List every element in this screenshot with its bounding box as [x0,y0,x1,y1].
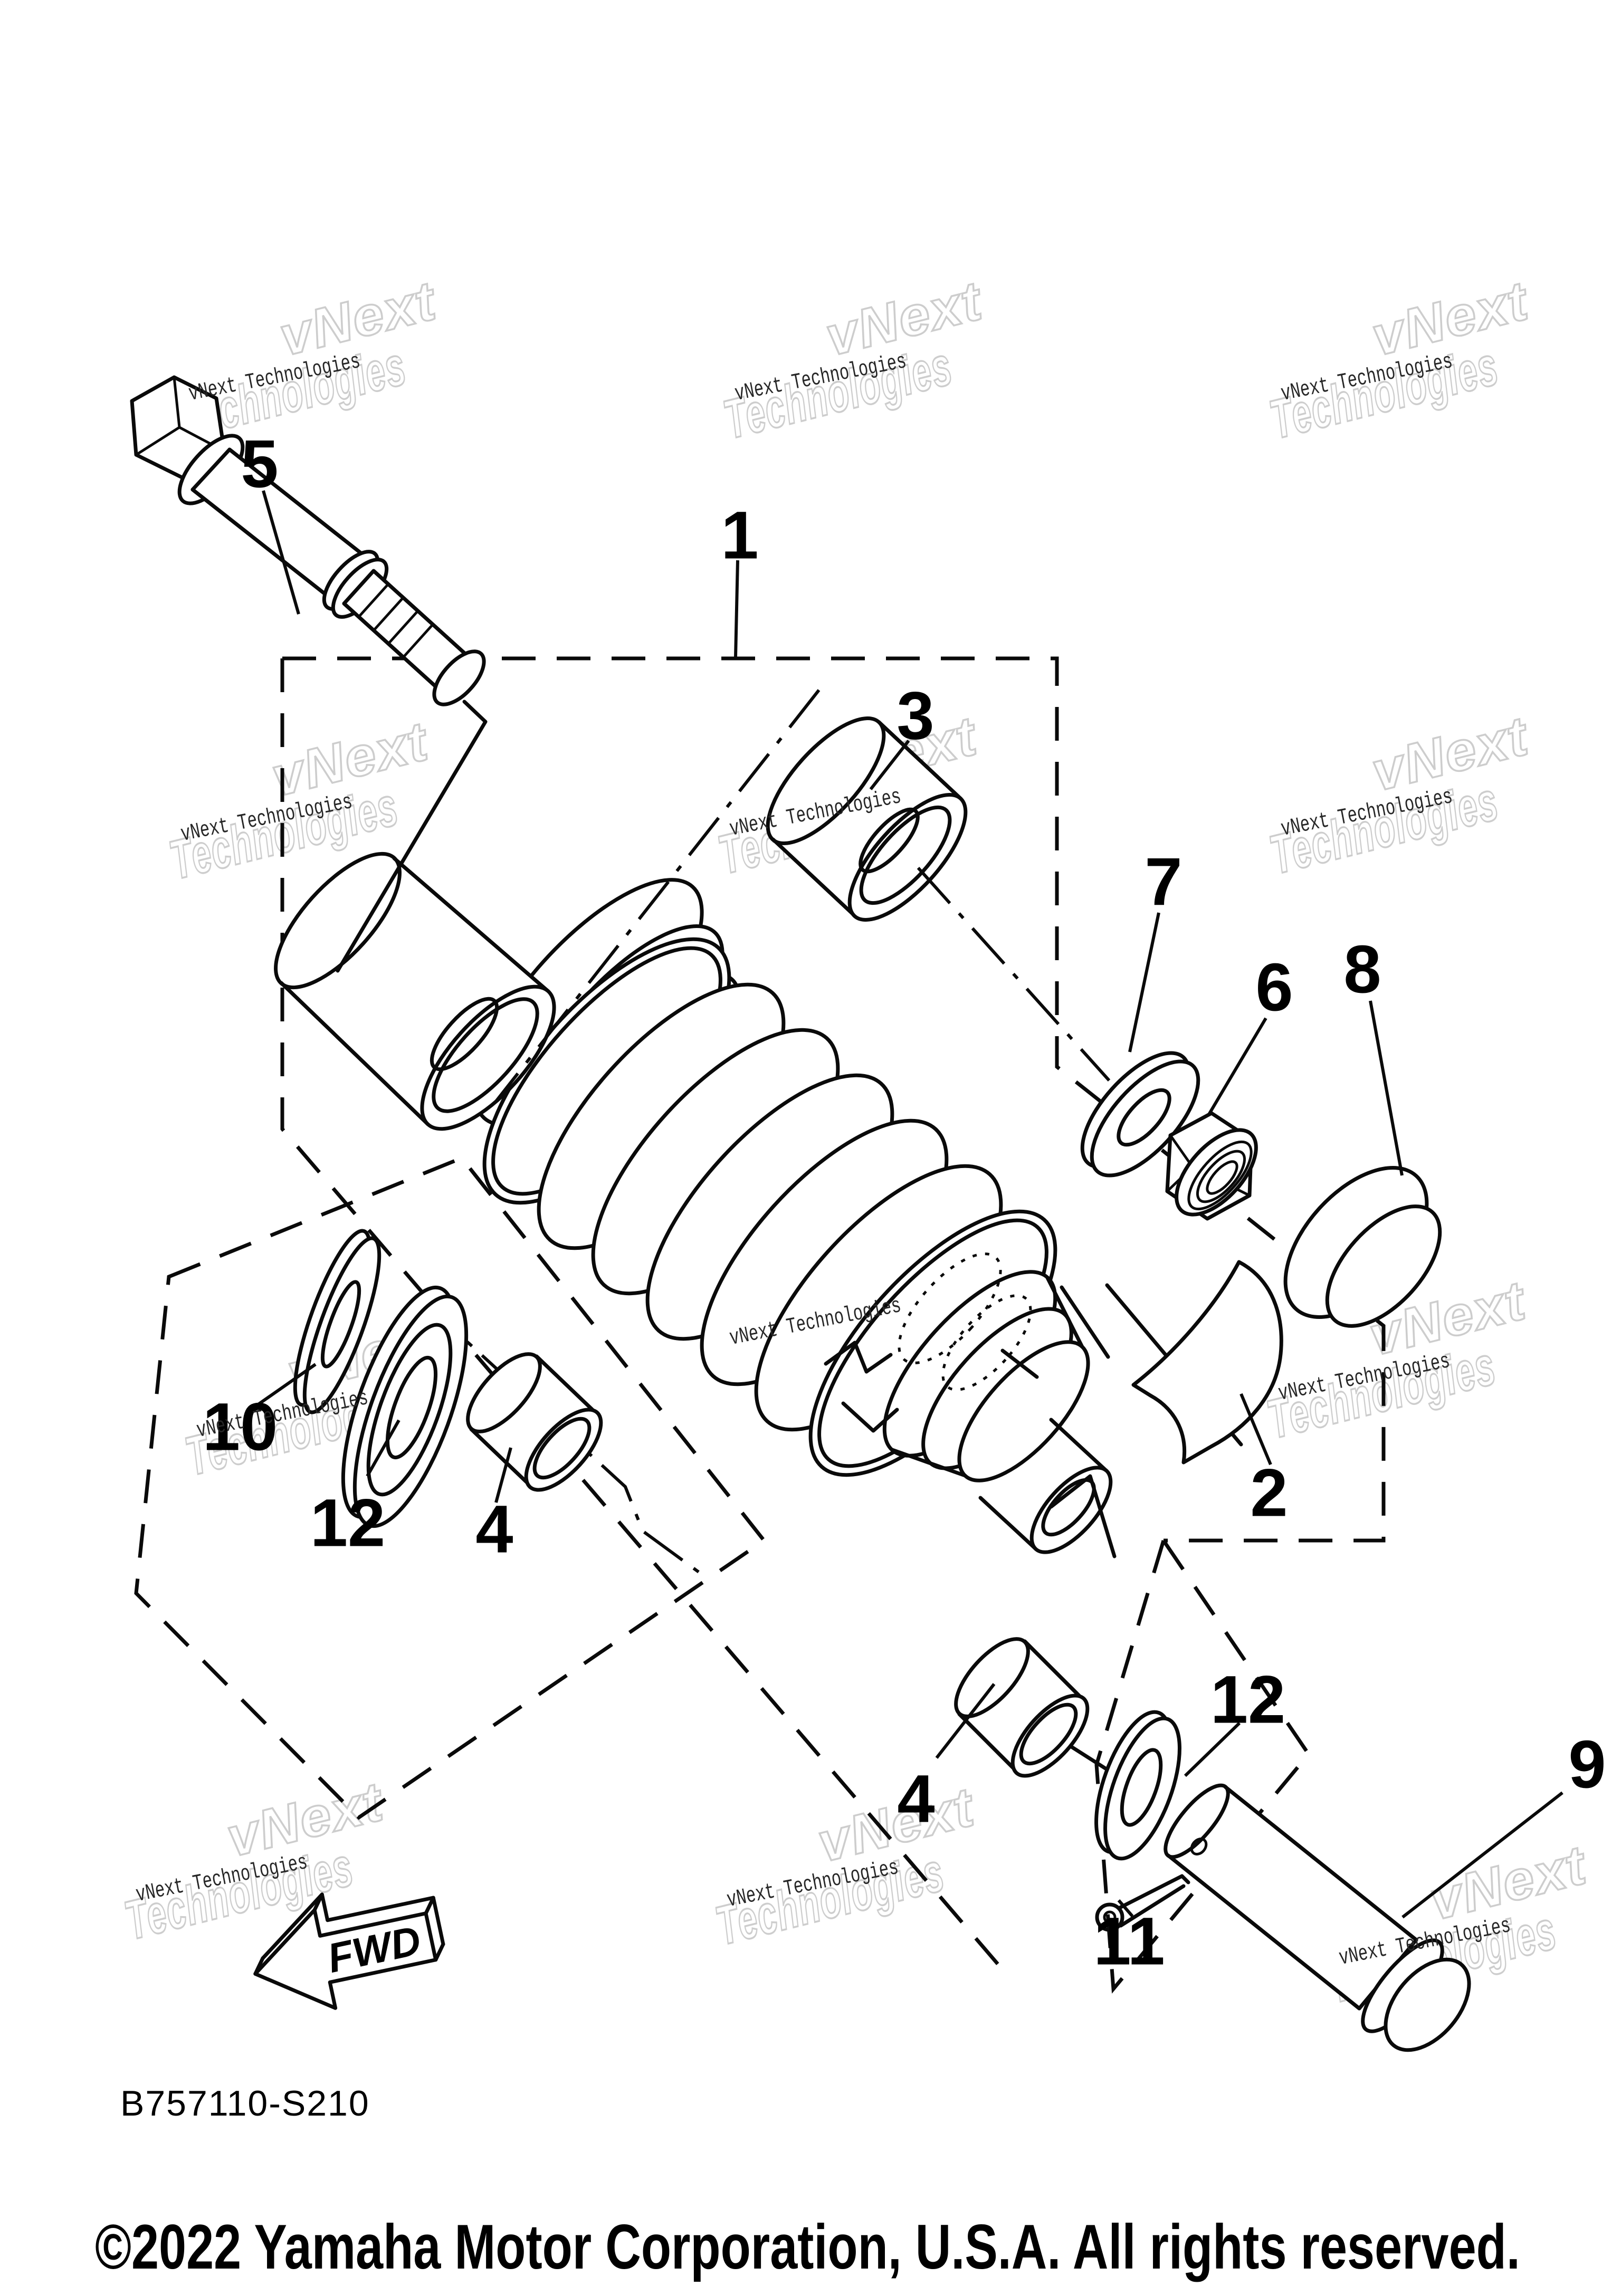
callout-number: 4 [475,1492,513,1567]
callout-number: 9 [1568,1727,1606,1803]
callout-leader [1184,1721,1241,1777]
callout-number: 12 [310,1486,385,1561]
bracket-part2 [1131,1260,1283,1465]
callout-part-4: 4 [897,1683,996,1837]
callout-leader [1207,1017,1267,1116]
callout-number: 5 [241,427,278,502]
callout-part-10: 10 [203,1363,317,1465]
callout-part-8: 8 [1343,932,1404,1176]
copyright-line: ©2022 Yamaha Motor Corporation, U.S.A. A… [95,2212,1520,2282]
fwd-arrow-label: FWD [323,1917,425,1982]
cotter-pin-part11 [1095,1874,1190,1932]
nut-part6 [1165,1111,1258,1221]
callout-number: 11 [1093,1904,1165,1979]
dashed-box-washers [134,1155,767,1820]
pin-part9 [1164,1783,1471,2052]
callout-number: 1 [721,498,758,573]
dashed-box-lower-link [1094,1536,1311,1994]
callout-number: 3 [897,678,934,754]
shock-lower-eye [978,1418,1113,1554]
callout-part-11: 11 [1093,1899,1165,1979]
callout-number: 7 [1145,845,1182,920]
washer-part12-lower [1094,1710,1181,1861]
collar-part4-lower [954,1637,1090,1778]
shock-absorber-assembly [274,852,1113,1554]
callout-part-5: 5 [241,427,300,615]
callout-leader [255,1363,317,1408]
seal-washer-part12-upper [341,1285,469,1528]
callout-leader [734,560,739,658]
callout-leader [869,740,910,790]
callout-part-1: 1 [721,498,759,658]
callout-leader [935,1683,996,1759]
callout-part-12: 12 [310,1419,401,1561]
callout-leader [1401,1791,1563,1919]
callout-part-9: 9 [1401,1727,1606,1919]
callout-number: 12 [1210,1662,1285,1738]
callout-part-7: 7 [1128,845,1183,1053]
washer-part7 [1080,1051,1200,1178]
shock-body [824,1252,1090,1482]
diagram-code: B757110-S210 [120,2083,370,2123]
callout-part-2: 2 [1239,1393,1288,1531]
callout-leader [262,490,300,615]
collar-part4-upper [466,1352,603,1492]
callout-number: 6 [1255,950,1293,1026]
callout-part-3: 3 [869,678,935,790]
shock-top-collar [274,852,556,1131]
callout-leader [1239,1393,1272,1466]
bolt-part5 [130,375,486,706]
callout-leader [1369,1000,1404,1176]
callout-leader [494,1447,512,1503]
callout-part-6: 6 [1207,950,1293,1116]
callout-number: 4 [897,1762,935,1837]
washer-part10 [293,1229,382,1414]
callout-part-12: 12 [1184,1662,1285,1777]
dashed-box-left-edge [280,658,1009,1977]
callout-part-4: 4 [475,1447,513,1567]
callout-number: 2 [1250,1456,1288,1531]
callout-number: 8 [1343,932,1381,1008]
callout-leader [366,1419,401,1477]
callout-leader [1117,1899,1134,1917]
callout-number: 10 [203,1390,278,1465]
callout-leader [1128,912,1160,1053]
bushing-top-part3 [766,716,968,922]
cap-part8 [1283,1166,1442,1328]
coil-spring [482,937,1057,1477]
